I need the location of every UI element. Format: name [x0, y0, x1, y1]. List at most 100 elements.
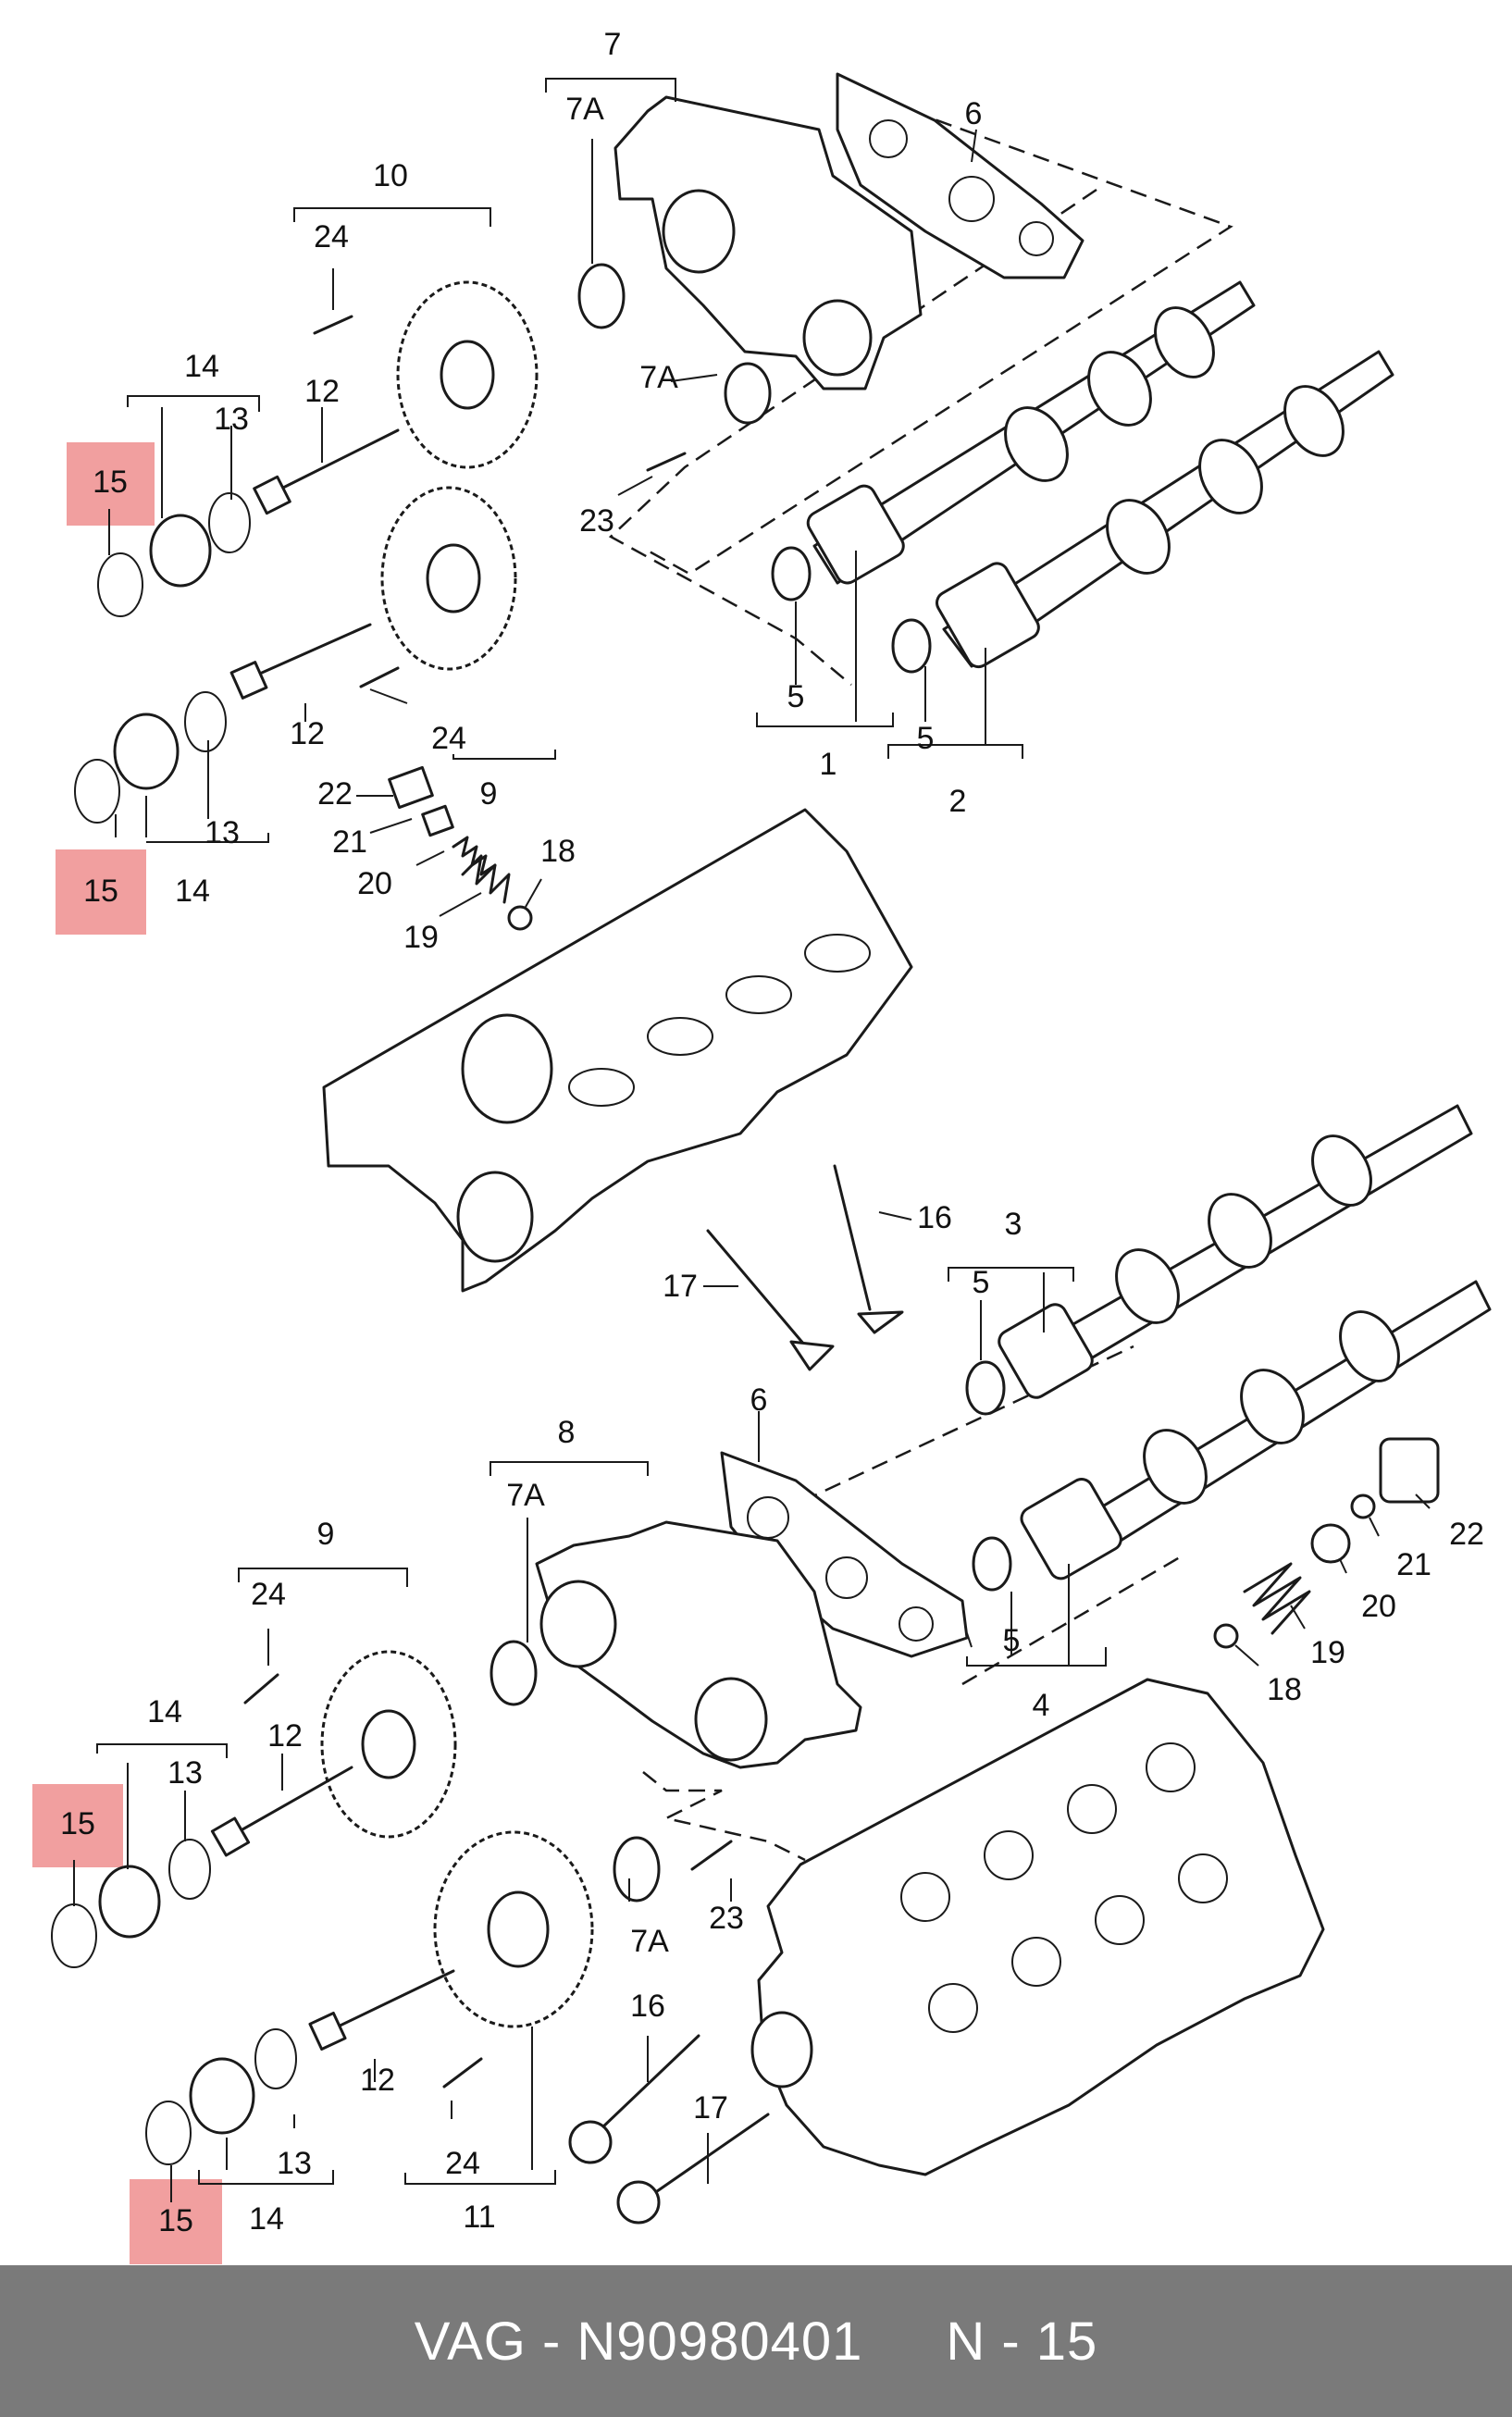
- callout-24-b: 24: [431, 721, 466, 756]
- callout-7A-d: 7A: [630, 1924, 669, 1959]
- bolt-12-upper-2: [243, 623, 372, 682]
- dashed-outline-upper: [647, 109, 1233, 576]
- port: [568, 1068, 635, 1107]
- callout-18-a: 18: [540, 834, 576, 869]
- valve-16-lower-head: [568, 2120, 613, 2164]
- callout-23-b: 23: [709, 1901, 744, 1936]
- valve-16-lower: [600, 2034, 700, 2130]
- highlight-15-d: [130, 2179, 222, 2264]
- head-bore: [461, 1013, 553, 1124]
- bolt-12-head: [210, 1816, 251, 1857]
- camshaft-3-sprocket: [998, 1303, 1094, 1399]
- spring-19-upper: [461, 854, 511, 904]
- callout-13-b: 13: [204, 815, 240, 850]
- callout-17-b: 17: [693, 2090, 728, 2126]
- callout-15-b: 15: [83, 874, 118, 909]
- port: [804, 934, 871, 973]
- o-ring-5-a: [771, 546, 812, 601]
- callout-14-c: 14: [147, 1694, 182, 1729]
- cam-lobe: [1106, 499, 1171, 575]
- bolt-24-upper-1: [313, 315, 353, 335]
- cam-lobe: [1004, 406, 1069, 482]
- callout-12-d: 12: [360, 2063, 395, 2098]
- callout-11: 11: [463, 2200, 495, 2235]
- sprocket-9-upper-hub: [426, 543, 481, 614]
- port: [1146, 1742, 1196, 1792]
- cam-lobe: [1208, 1193, 1272, 1269]
- callout-7A-b: 7A: [639, 360, 678, 395]
- gasket-hole: [948, 176, 995, 222]
- cam-lobe: [1339, 1310, 1400, 1382]
- callout-23-a: 23: [579, 503, 614, 539]
- housing-bore-lower: [802, 299, 873, 377]
- cap-14-upper-1: [149, 514, 212, 588]
- camshaft-1-sprocket: [806, 484, 905, 585]
- callout-12-a: 12: [304, 374, 340, 409]
- callout-17-a: 17: [663, 1269, 698, 1304]
- port: [900, 1872, 950, 1922]
- port: [647, 1017, 713, 1056]
- cap-14-lower-2: [189, 2057, 255, 2135]
- callout-15-d: 15: [158, 2203, 193, 2238]
- callout-6-b: 6: [750, 1382, 768, 1418]
- port: [984, 1830, 1034, 1880]
- callout-22-a: 22: [317, 776, 353, 812]
- callout-16-a: 16: [917, 1200, 952, 1235]
- circlip-15-upper-1: [97, 552, 143, 617]
- seat-20-lower: [1310, 1523, 1351, 1564]
- circlip-15-lower-1: [51, 1903, 97, 1968]
- cam-lobe: [1311, 1134, 1372, 1207]
- bolt-12-head: [229, 661, 268, 700]
- callout-20-a: 20: [357, 866, 392, 901]
- callout-15-a: 15: [93, 465, 128, 500]
- tensioner-22-lower: [1379, 1437, 1440, 1504]
- leaders: [73, 78, 1431, 2202]
- callout-18-b: 18: [1267, 1672, 1302, 1707]
- cam-lobe: [1115, 1248, 1180, 1324]
- callout-24-a: 24: [314, 219, 349, 254]
- port: [1095, 1895, 1145, 1945]
- callout-7A-a: 7A: [565, 92, 604, 127]
- callout-19-b: 19: [1310, 1635, 1345, 1670]
- valve-18-lower: [1213, 1623, 1239, 1649]
- callout-19-a: 19: [403, 920, 439, 955]
- valve-16-upper: [833, 1164, 872, 1311]
- callout-24-c: 24: [251, 1577, 286, 1612]
- dashed-outline-lower-2: [642, 1771, 806, 1862]
- camshaft-2-sprocket: [936, 562, 1040, 669]
- gasket-hole: [825, 1556, 868, 1599]
- reference-number-text: N - 15: [946, 2311, 1098, 2372]
- callout-5-b: 5: [917, 721, 935, 756]
- valve-17-lower-head: [616, 2180, 661, 2225]
- cap-14-upper-2: [113, 713, 180, 790]
- callout-14-a: 14: [184, 349, 219, 384]
- gasket-hole: [899, 1606, 934, 1642]
- bolt-12-lower-2: [327, 1969, 455, 2033]
- callout-5-d: 5: [1003, 1623, 1021, 1658]
- cylinder-head-lower: [757, 1678, 1325, 2176]
- o-ring-5-c: [965, 1360, 1006, 1416]
- tensioner-22-upper: [388, 765, 434, 810]
- housing-bore-lower: [694, 1677, 768, 1762]
- seal-7A-upper-1: [577, 263, 626, 329]
- cam-lobe: [1143, 1429, 1208, 1505]
- cap-14-lower-1: [98, 1865, 161, 1939]
- callout-13-d: 13: [277, 2146, 312, 2181]
- cam-lobe: [1240, 1369, 1305, 1444]
- sprocket-10-hub: [440, 340, 495, 410]
- callout-12-b: 12: [290, 716, 325, 751]
- highlight-15-c: [32, 1784, 123, 1867]
- callout-12-c: 12: [267, 1718, 303, 1754]
- bolt-24-upper-2: [359, 666, 400, 688]
- callout-8: 8: [558, 1415, 576, 1450]
- o-ring-13-lower-2: [254, 2028, 297, 2089]
- callout-15-c: 15: [60, 1806, 95, 1841]
- callout-14-b: 14: [175, 874, 210, 909]
- housing-bore-upper: [662, 189, 736, 274]
- valve-16-upper-head: [857, 1310, 904, 1334]
- part-number-banner: VAG - N90980401 N - 15: [0, 2265, 1512, 2417]
- cam-lobe: [1198, 439, 1263, 514]
- callout-9-a: 9: [480, 776, 498, 812]
- callout-1: 1: [820, 747, 837, 782]
- exploded-parts-diagram: 1 2 3 4 5 5 5 5 6 6 7 7A 7A 7A 7A 8 9 9 …: [32, 27, 1492, 2264]
